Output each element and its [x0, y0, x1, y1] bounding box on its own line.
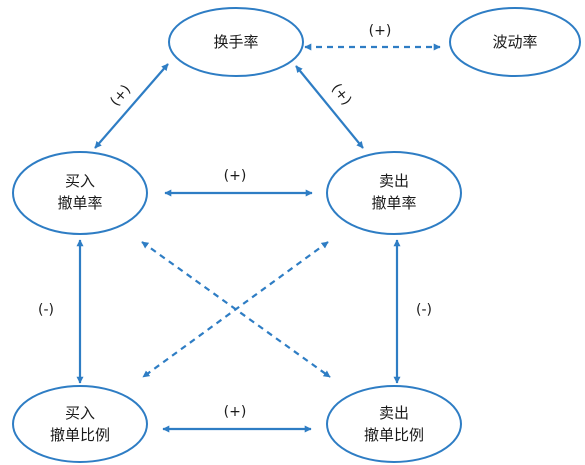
node-label-line2: 撤单比例	[50, 426, 110, 444]
node-buy-cancel-rate: 买入 撤单率	[12, 151, 148, 235]
node-label: 波动率	[492, 33, 537, 51]
edge-sign-turnover-volatility: (+)	[369, 23, 392, 39]
edge-sign-buy-rate-sell-rate: (+)	[224, 168, 247, 184]
node-sell-cancel-ratio: 卖出 撤单比例	[326, 385, 462, 463]
edge-turnover-sell-cancel-rate	[295, 65, 364, 149]
node-label-line1: 卖出	[379, 404, 409, 422]
node-label-line1: 卖出	[379, 172, 409, 190]
node-label-line1: 买入	[65, 172, 95, 190]
node-label-line2: 撤单率	[371, 194, 416, 212]
node-turnover-rate: 换手率	[168, 7, 304, 77]
node-sell-cancel-rate: 卖出 撤单率	[326, 151, 462, 235]
edge-sign-buy-rate-buy-ratio: (-)	[38, 302, 54, 318]
edge-sign-turnover-buy-cancel-rate: (+)	[107, 82, 134, 110]
node-buy-cancel-ratio: 买入 撤单比例	[12, 385, 148, 463]
node-label-line2: 撤单率	[57, 194, 102, 212]
node-label: 换手率	[213, 33, 258, 51]
edge-sign-buy-ratio-sell-ratio: (+)	[224, 404, 247, 420]
edge-sign-sell-rate-sell-ratio: (-)	[416, 302, 432, 318]
node-label-line2: 撤单比例	[364, 426, 424, 444]
edge-sign-turnover-sell-cancel-rate: (+)	[328, 81, 355, 109]
node-label-line1: 买入	[65, 404, 95, 422]
node-volatility: 波动率	[449, 7, 581, 77]
edge-turnover-buy-cancel-rate	[94, 63, 169, 149]
edge-sell-rate-buy-ratio	[142, 241, 329, 378]
